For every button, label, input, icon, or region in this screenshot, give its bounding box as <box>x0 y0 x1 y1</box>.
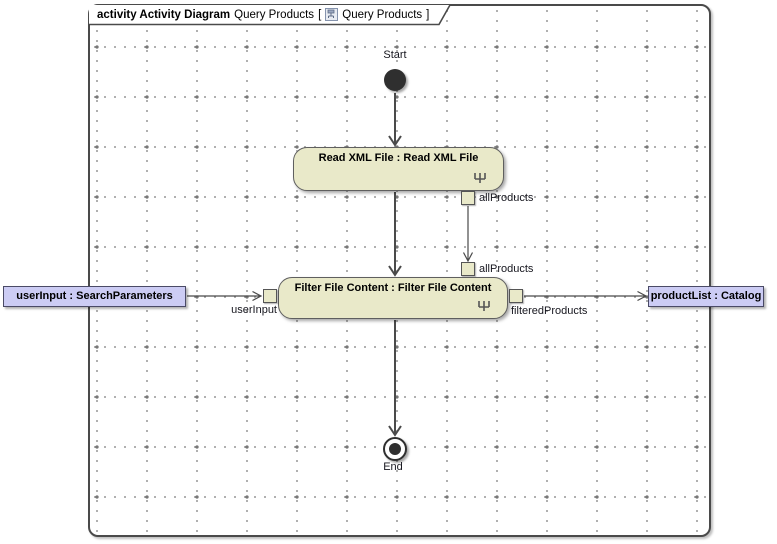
end-node-core <box>389 443 401 455</box>
rake-icon <box>474 173 486 183</box>
frame-title-keyword: activity Activity Diagram <box>97 8 231 21</box>
action-filter-file-content-label: Filter File Content : Filter File Conten… <box>294 282 492 294</box>
frame-title-ref-name: Query Products <box>342 8 423 21</box>
start-node[interactable] <box>384 69 406 91</box>
action-read-xml-file[interactable]: Read XML File : Read XML File <box>293 147 504 191</box>
pin-allproducts-out[interactable] <box>461 191 475 205</box>
rake-icon <box>478 301 490 311</box>
end-node[interactable] <box>383 437 407 461</box>
action-read-xml-file-label: Read XML File : Read XML File <box>318 152 479 164</box>
frame-tab-border <box>89 5 451 26</box>
frame-title: activity Activity Diagram Query Products… <box>97 7 429 22</box>
pin-filteredproducts-label: filteredProducts <box>511 305 588 317</box>
pin-allproducts-in-label: allProducts <box>479 263 534 275</box>
frame-title-bracket-open: [ <box>318 8 322 21</box>
frame-title-name: Query Products <box>234 8 315 21</box>
pin-allproducts-out-label: allProducts <box>479 192 534 204</box>
pin-userinput-label: userInput <box>231 304 277 316</box>
pin-allproducts-in[interactable] <box>461 262 475 276</box>
parameter-userinput[interactable]: userInput : SearchParameters <box>3 286 186 307</box>
end-node-label: End <box>383 461 403 473</box>
frame-title-bracket-close: ] <box>426 8 430 21</box>
action-filter-file-content[interactable]: Filter File Content : Filter File Conten… <box>278 277 508 319</box>
parameter-productlist[interactable]: productList : Catalog <box>648 286 764 307</box>
frame-tab-shape <box>89 5 450 25</box>
activity-diagram-icon <box>325 8 339 21</box>
pin-filteredproducts[interactable] <box>509 289 523 303</box>
start-node-label: Start <box>383 49 407 61</box>
frame-tab[interactable] <box>89 5 453 26</box>
pin-userinput[interactable] <box>263 289 277 303</box>
